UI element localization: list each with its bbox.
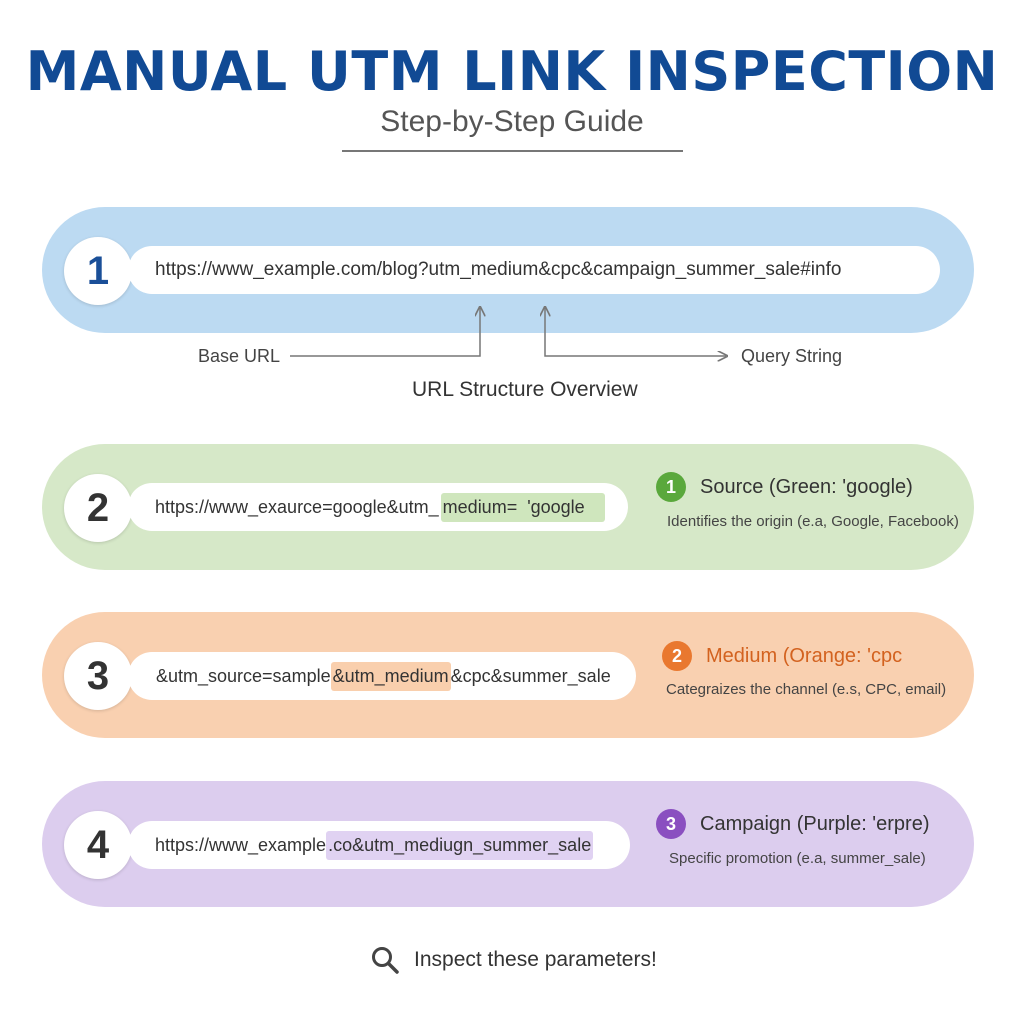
step-3-url: &utm_source=sample &utm_medium &cpc&summ… xyxy=(128,652,636,700)
medium-title: 2 Medium (Orange: 'cpc xyxy=(662,641,902,671)
campaign-title-text: Campaign (Purple: 'erpre) xyxy=(700,812,930,835)
url-structure-caption: URL Structure Overview xyxy=(412,378,638,401)
source-description: Identifies the origin (e.a, Google, Face… xyxy=(667,513,959,530)
step-2-number: 2 xyxy=(64,474,132,542)
step-4-url-highlight: .co&utm_mediugn_summer_sale xyxy=(326,830,594,860)
step-1-number: 1 xyxy=(64,237,132,305)
campaign-badge: 3 xyxy=(656,809,686,839)
medium-title-text: Medium (Orange: 'cpc xyxy=(706,644,903,667)
query-string-label: Query String xyxy=(741,346,843,366)
step-1-url: https://www_example.com/blog?utm_medium&… xyxy=(128,246,940,294)
source-badge: 1 xyxy=(656,472,686,502)
campaign-description: Specific promotion (e.a, summer_sale) xyxy=(669,850,926,867)
step-3-number: 3 xyxy=(64,642,132,710)
step-1-url-text: https://www_example.com/blog?utm_medium&… xyxy=(155,259,842,280)
medium-description: Categraizes the channel (e.s, CPC, email… xyxy=(666,681,947,698)
step-3-url-text-after: &cpc&summer_sale xyxy=(450,665,611,686)
step-2-url: https://www_exaurce=google&utm_ medium= … xyxy=(128,483,628,531)
source-title-text: Source (Green: 'google) xyxy=(700,475,913,498)
step-4-url: https://www_example .co&utm_mediugn_summ… xyxy=(128,821,630,869)
step-4-url-text: https://www_example xyxy=(155,834,327,855)
step-4-number: 4 xyxy=(64,811,132,879)
step-3-url-text-before: &utm_source=sample xyxy=(156,665,331,686)
base-url-label: Base URL xyxy=(198,346,281,366)
step-2-url-text: https://www_exaurce=google&utm_ xyxy=(155,496,439,517)
subtitle-divider xyxy=(342,150,683,152)
page-title: MANUAL UTM LINK INSPECTION xyxy=(25,40,999,103)
page-subtitle: Step-by-Step Guide xyxy=(380,105,644,138)
campaign-title: 3 Campaign (Purple: 'erpre) xyxy=(656,809,929,839)
search-icon xyxy=(372,947,399,974)
step-2-url-highlight: medium= 'google xyxy=(440,492,605,522)
source-title: 1 Source (Green: 'google) xyxy=(656,472,913,502)
step-3-url-highlight: &utm_medium xyxy=(330,661,451,691)
medium-badge: 2 xyxy=(662,641,692,671)
footer: Inspect these parameters! xyxy=(370,945,657,975)
footer-text: Inspect these parameters! xyxy=(414,948,657,971)
